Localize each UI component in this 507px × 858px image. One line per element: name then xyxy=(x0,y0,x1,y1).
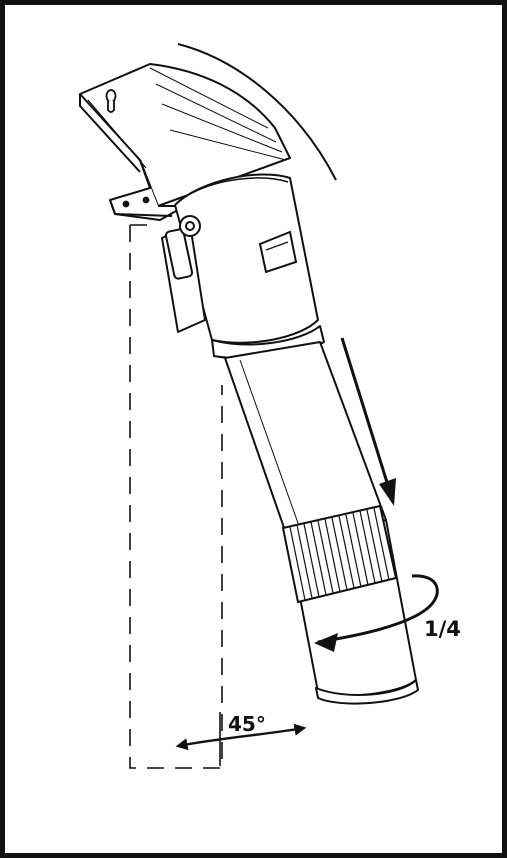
down-arrow-icon xyxy=(340,337,396,506)
double-headed-arc-arrow-icon xyxy=(175,712,307,766)
mounting-surface-edge xyxy=(177,43,337,181)
knurled-grip xyxy=(281,504,398,604)
lamp-body xyxy=(174,173,419,705)
keyhole-icon xyxy=(105,89,117,113)
mounting-bracket xyxy=(79,63,291,221)
quarter-turn-label: 1/4 xyxy=(424,617,461,641)
angle-label: 45° xyxy=(228,712,266,736)
dashed-reference-outline xyxy=(129,225,223,769)
side-connector xyxy=(161,215,206,333)
switch-button xyxy=(258,230,298,274)
rotate-arrow-icon xyxy=(314,574,439,652)
